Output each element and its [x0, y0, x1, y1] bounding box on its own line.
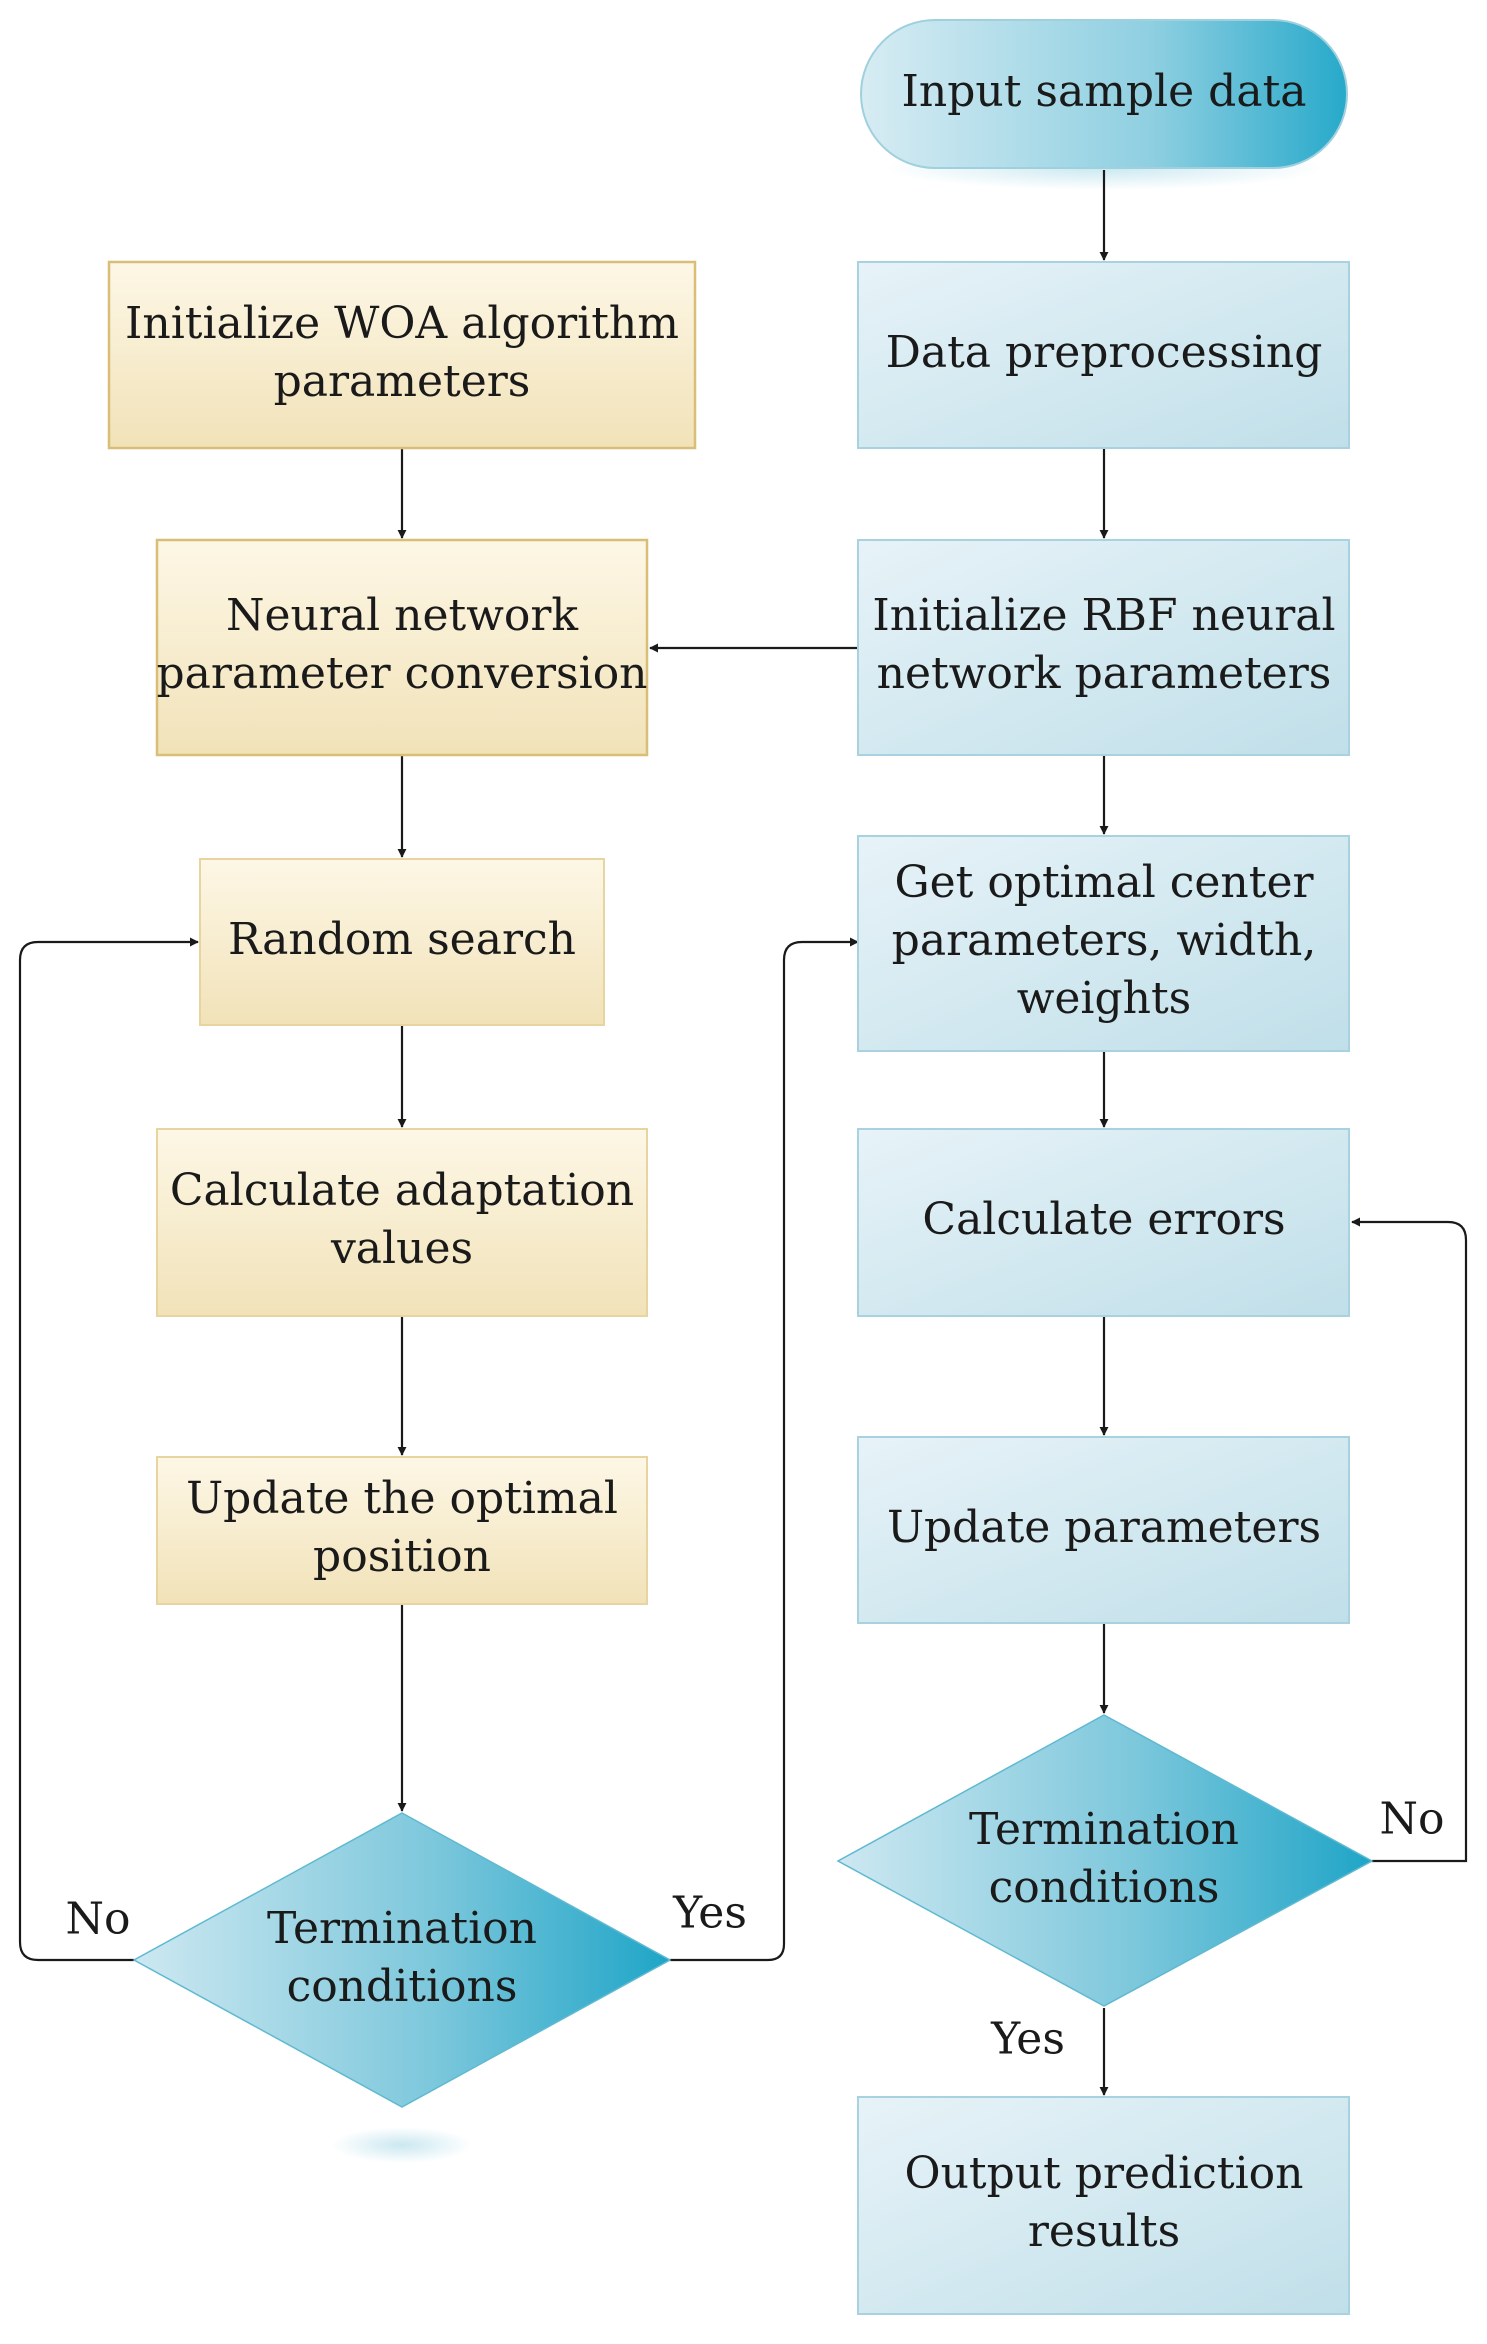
edge-term-right-no-loop [1351, 1217, 1468, 1863]
process-box [155, 538, 649, 757]
edge-label-left-no: No [66, 1894, 131, 1945]
terminator-shape [860, 19, 1348, 169]
node-calc-errors: Calculate errors [857, 1128, 1350, 1317]
process-box [199, 858, 605, 1026]
connectors [18, 170, 1468, 2096]
diamond-glow [332, 2127, 472, 2163]
node-label-line: results [1028, 2206, 1180, 2257]
node-label: Calculate errors [922, 1194, 1285, 1245]
edge-label-right-no: No [1380, 1794, 1445, 1845]
process-box [156, 1128, 648, 1317]
node-data-preprocessing: Data preprocessing [857, 261, 1350, 449]
decision-diamond [836, 1714, 1374, 2007]
node-random-search: Random search [199, 858, 605, 1026]
node-label: Input sample data [901, 66, 1306, 117]
node-update-params: Update parameters [857, 1436, 1350, 1624]
node-label-line: conditions [989, 1862, 1220, 1913]
node-label-line: Data preprocessing [886, 327, 1323, 378]
process-box [857, 1128, 1350, 1317]
node-label-line: parameters [274, 356, 531, 407]
process-box [857, 1436, 1350, 1624]
node-label-line: Initialize WOA algorithm [125, 298, 679, 349]
node-label-line: Neural network [226, 590, 578, 641]
node-label: Initialize WOA algorithm parameters [125, 298, 679, 407]
node-nn-conversion: Neural network parameter conversion [155, 538, 649, 757]
edge-term-left-no-loop [18, 937, 199, 1962]
node-label: Data preprocessing [886, 327, 1323, 378]
node-update-pos: Update the optimal position [156, 1456, 648, 1605]
node-label-line: Update parameters [887, 1502, 1321, 1553]
node-label-line: Random search [228, 914, 576, 965]
process-box [156, 1456, 648, 1605]
node-get-optimal: Get optimal center parameters, width, weig… [857, 835, 1350, 1052]
node-init-rbf: Initialize RBF neural network parameters [857, 539, 1350, 756]
node-term-left: Termination conditions [132, 1812, 672, 2108]
node-label-line: conditions [287, 1961, 518, 2012]
process-box [857, 2096, 1350, 2315]
edge-term-left-yes-to-get-optimal [670, 937, 859, 1962]
node-label: Neural network parameter conversion [156, 590, 647, 699]
node-label-line: network parameters [877, 648, 1332, 699]
node-label: Random search [228, 914, 576, 965]
node-init-woa: Initialize WOA algorithm parameters [107, 260, 697, 450]
node-label-line: position [313, 1531, 491, 1582]
node-label-line: Get optimal center [894, 857, 1314, 908]
node-label-line: values [330, 1223, 473, 1274]
node-label-line: Input sample data [901, 66, 1306, 117]
node-label: Update parameters [887, 1502, 1321, 1553]
node-label-line: Termination [267, 1903, 537, 1954]
node-label-line: Termination [969, 1804, 1239, 1855]
node-label: Initialize RBF neural network parameters [872, 590, 1335, 699]
node-label: Termination conditions [969, 1804, 1239, 1913]
node-label: Calculate adaptation values [170, 1165, 634, 1274]
node-label-line: parameter conversion [156, 648, 647, 699]
edge-label-right-yes: Yes [990, 2014, 1065, 2065]
node-label-line: Calculate errors [922, 1194, 1285, 1245]
edge-label-left-yes: Yes [672, 1888, 747, 1939]
node-label: Get optimal center parameters, width, weig… [892, 857, 1317, 1024]
process-box [107, 260, 697, 450]
node-label-line: Update the optimal [186, 1473, 618, 1524]
decision-diamond [132, 1812, 672, 2108]
node-label-line: Output prediction [905, 2148, 1304, 2199]
process-box [857, 261, 1350, 449]
node-label: Output prediction results [905, 2148, 1304, 2257]
node-label-line: Calculate adaptation [170, 1165, 634, 1216]
node-term-right: Termination conditions [836, 1714, 1374, 2007]
process-box [857, 539, 1350, 756]
node-label-line: weights [1017, 973, 1192, 1024]
node-output-results: Output prediction results [857, 2096, 1350, 2315]
node-label-line: parameters, width, [892, 915, 1317, 966]
process-box [857, 835, 1350, 1052]
node-input-sample-data: Input sample data [860, 19, 1348, 169]
node-label: Update the optimal position [186, 1473, 618, 1582]
node-calc-adapt: Calculate adaptation values [156, 1128, 648, 1317]
node-label: Termination conditions [267, 1903, 537, 2012]
node-label-line: Initialize RBF neural [872, 590, 1335, 641]
